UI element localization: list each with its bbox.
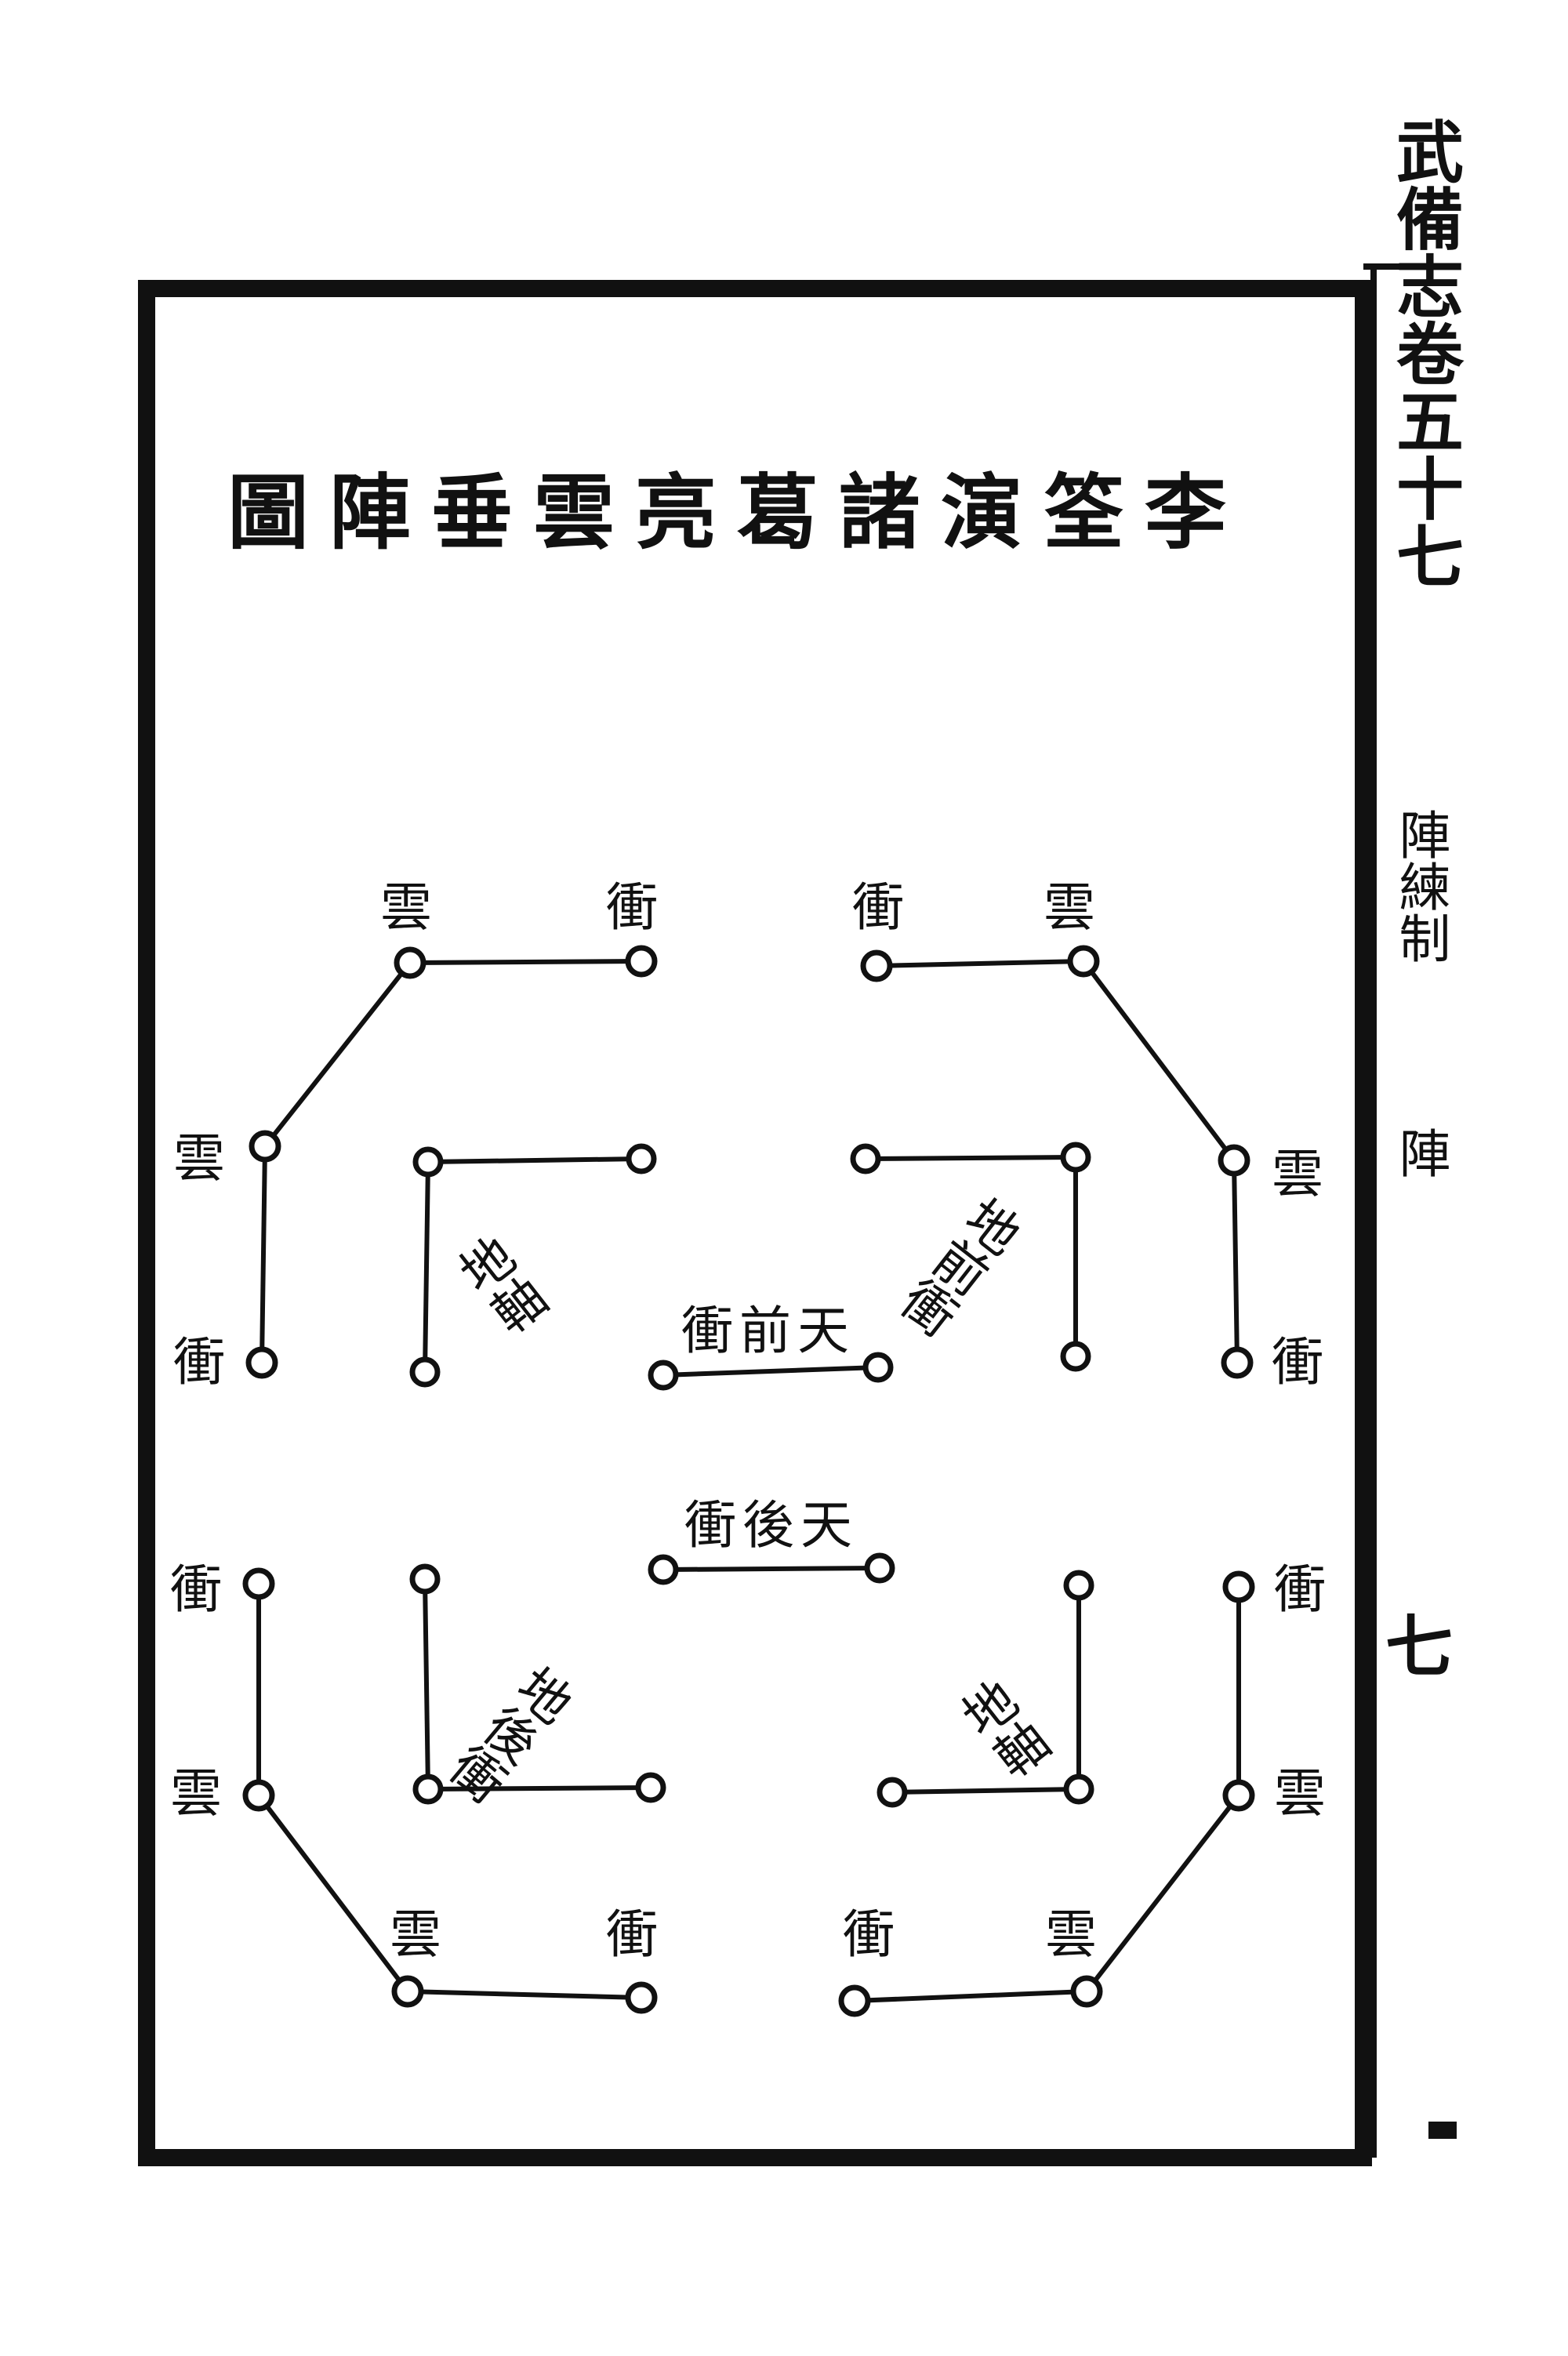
formation-node [391, 1975, 424, 2008]
line [1081, 960, 1236, 1162]
label-yun: 雲 [1272, 1144, 1323, 1204]
group-bottom-right: 衝 雲 衝 雲 [838, 1559, 1326, 2017]
folio-number: 七 [1385, 1607, 1453, 1686]
formation-node [850, 1143, 881, 1174]
main-border [138, 280, 1372, 2166]
label-yun: 雲 [1044, 877, 1095, 938]
label-chong: 衝 [852, 877, 904, 938]
label-di-qian-chong: 地前衝 [887, 1185, 1030, 1344]
formation-node [409, 1563, 441, 1595]
label-tian-hou-chong: 天後衝 [684, 1495, 858, 1556]
label-chong: 衝 [1272, 1332, 1323, 1392]
center-rear: 天後衝 [648, 1495, 895, 1585]
label-yun: 雲 [380, 877, 432, 938]
group-bottom-left: 衝 雲 雲 衝 [170, 1559, 658, 2014]
formation-node [625, 945, 658, 978]
diagram-title: 李筌演諸葛亮雲垂陣圖 [227, 464, 1247, 561]
formation-node [1218, 1144, 1250, 1177]
formation-node [409, 1356, 441, 1388]
line [865, 1155, 1076, 1161]
group-top-right: 衝 雲 雲 衝 [852, 877, 1323, 1392]
formation-node [412, 1146, 444, 1178]
formation-node [1221, 1346, 1254, 1379]
formation-node [1222, 1779, 1255, 1812]
label-chong: 衝 [170, 1559, 222, 1620]
formation-node [1063, 1570, 1094, 1601]
formation-node [877, 1777, 908, 1808]
formation-node [245, 1346, 278, 1379]
line [891, 1787, 1080, 1795]
formation-node [242, 1567, 275, 1600]
formation-node [626, 1143, 657, 1174]
group-top-left: 雲 衝 雲 衝 [173, 877, 658, 1392]
formation-node [1067, 945, 1100, 978]
line [260, 1145, 267, 1363]
formation-node [394, 946, 426, 979]
line [409, 959, 642, 965]
line [407, 1989, 642, 2000]
center-front: 天前衝 [648, 1301, 894, 1391]
label-chong: 衝 [173, 1332, 225, 1392]
line [256, 1794, 410, 1993]
formation-node [1070, 1975, 1103, 2008]
inner-upper-left: 地軸 [409, 1143, 657, 1388]
label-chong: 衝 [843, 1904, 895, 1965]
inner-lower-right: 地軸 [877, 1570, 1094, 1808]
formation-node [242, 1779, 275, 1812]
line [854, 1989, 1087, 2003]
line [876, 959, 1084, 968]
label-yun: 雲 [1274, 1763, 1326, 1824]
formation-node [1063, 1773, 1094, 1805]
formation-node [864, 1552, 895, 1584]
formation-node [862, 1352, 894, 1383]
formation-node [249, 1130, 281, 1163]
label-chong: 衝 [1274, 1559, 1326, 1620]
label-yun: 雲 [170, 1763, 222, 1824]
line [427, 1785, 652, 1792]
label-yun: 雲 [1045, 1904, 1097, 1965]
formation-node [635, 1772, 666, 1803]
label-chong: 衝 [606, 1904, 658, 1965]
formation-node [625, 1981, 658, 2014]
line [423, 1161, 430, 1373]
label-tian-qian-chong: 天前衝 [681, 1301, 855, 1361]
section-title-vertical: 陣練制 [1391, 808, 1451, 964]
label-di-zhou: 地軸 [444, 1227, 555, 1345]
section-sub-vertical: 陣 [1391, 1127, 1451, 1178]
label-chong: 衝 [606, 877, 658, 938]
formation-node [860, 949, 893, 982]
formation-node [1222, 1570, 1255, 1603]
label-yun: 雲 [390, 1904, 441, 1965]
line [427, 1156, 642, 1164]
line [1232, 1160, 1240, 1363]
fishtail-mark [1428, 2122, 1457, 2139]
formation-node [412, 1773, 444, 1805]
formation-node [1060, 1142, 1091, 1173]
formation-node [838, 1984, 871, 2017]
line [423, 1578, 430, 1790]
line [662, 1365, 879, 1378]
label-yun: 雲 [173, 1128, 225, 1189]
formation-node [648, 1554, 679, 1585]
formation-node [648, 1360, 679, 1391]
formation-node [1060, 1341, 1091, 1372]
chapter-title-vertical: 武備志卷五十七 [1385, 117, 1464, 589]
line [1084, 1794, 1241, 1993]
line [662, 1566, 880, 1572]
inner-lower-left: 地後衝 [409, 1563, 666, 1810]
inner-upper-right: 地前衝 [850, 1142, 1091, 1372]
line [263, 961, 412, 1148]
label-di-zhou: 地軸 [946, 1671, 1058, 1789]
